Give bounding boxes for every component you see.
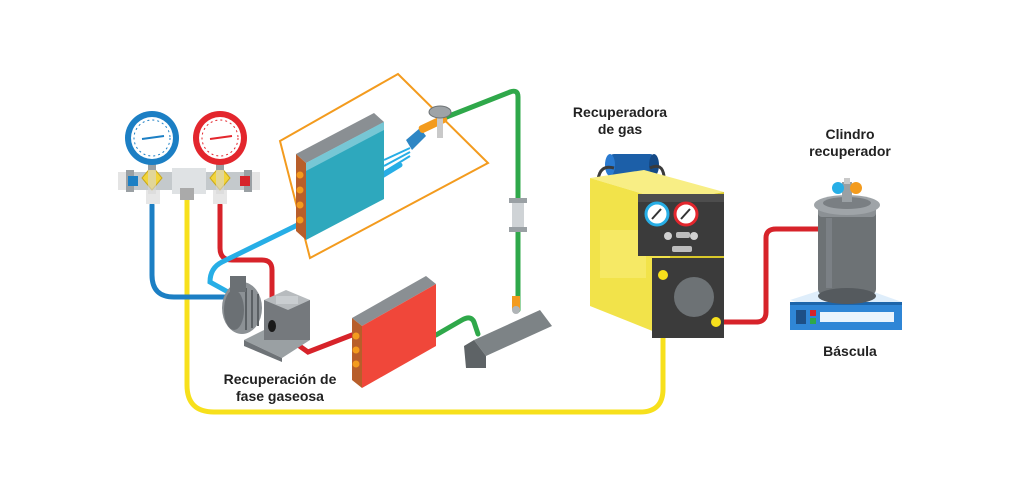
- red-valve-knob-icon: [209, 162, 231, 194]
- sight-glass-icon: [509, 198, 527, 232]
- label-cilindro-recuperador: Clindro recuperador: [809, 126, 891, 159]
- blue-valve-knob-icon: [141, 162, 163, 194]
- label-recuperacion-fase-gaseosa: Recuperación de fase gaseosa: [223, 371, 337, 404]
- manifold-gauge-set: [118, 111, 260, 204]
- green-line-upper: [441, 88, 521, 313]
- green-line-lower: [433, 315, 481, 338]
- cylinder-icon: [814, 178, 880, 304]
- yellow-hose: [184, 195, 666, 415]
- label-bascula: Báscula: [823, 343, 877, 359]
- light-blue-line: [207, 162, 403, 295]
- evaporator-icon: [296, 113, 426, 240]
- compressor-icon: [222, 276, 310, 362]
- red-pressure-gauge-icon: [193, 111, 247, 165]
- condenser-icon: [352, 276, 436, 388]
- blue-pressure-gauge-icon: [125, 111, 179, 165]
- red-hose-gauge-to-compressor: [217, 202, 275, 328]
- expansion-valve-icon: [418, 105, 452, 138]
- cylinder-valve-icon: [832, 178, 862, 202]
- recovery-machine-icon: [590, 154, 724, 338]
- blue-hose: [149, 202, 235, 300]
- filter-drier-icon: [464, 296, 552, 368]
- label-recuperadora-de-gas: Recuperadora de gas: [572, 104, 668, 137]
